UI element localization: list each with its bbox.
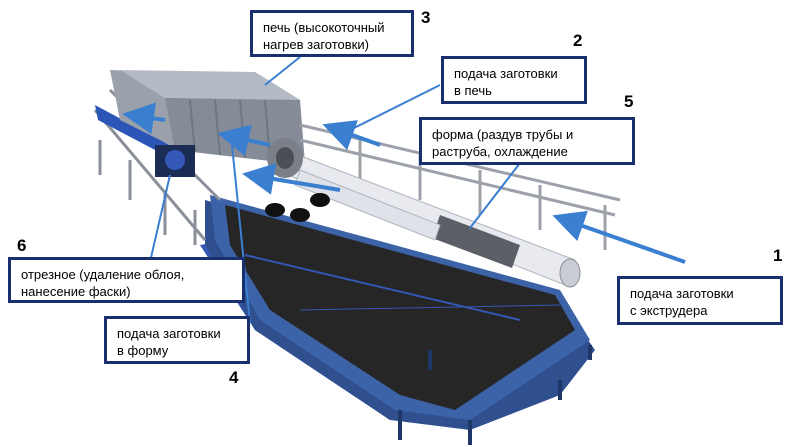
callout-number-2: 2 [573,31,583,50]
callout-number-5: 5 [624,92,634,111]
callout-number-6: 6 [17,236,27,255]
frame-legs [398,345,592,445]
mold-pipe-end [559,258,581,288]
callout-2: подача заготовки в печь [441,56,587,104]
callout-number-1: 1 [773,246,783,265]
callout-number-4: 4 [229,368,239,387]
callout-3: печь (высокоточный нагрев заготовки) [250,10,414,57]
conveyor-belt [225,205,575,410]
callout-4: подача заготовки в форму [104,316,250,364]
belt-seam [299,304,561,311]
leader-lines [149,56,521,324]
callout-5: форма (раздув трубы и раструба, охлажден… [419,117,635,165]
cutter-wheel [165,150,185,170]
mold-collar [432,215,520,268]
callout-1: подача заготовки с экструдера [617,276,783,325]
flow-arrows [122,102,686,264]
belt-seam [244,254,521,321]
belt-rollers [265,193,330,222]
pipe-housing-inner [276,147,294,169]
callout-6: отрезное (удаление облоя, нанесение фаск… [8,257,245,303]
furnace-top [120,70,300,100]
callout-number-3: 3 [421,8,431,27]
